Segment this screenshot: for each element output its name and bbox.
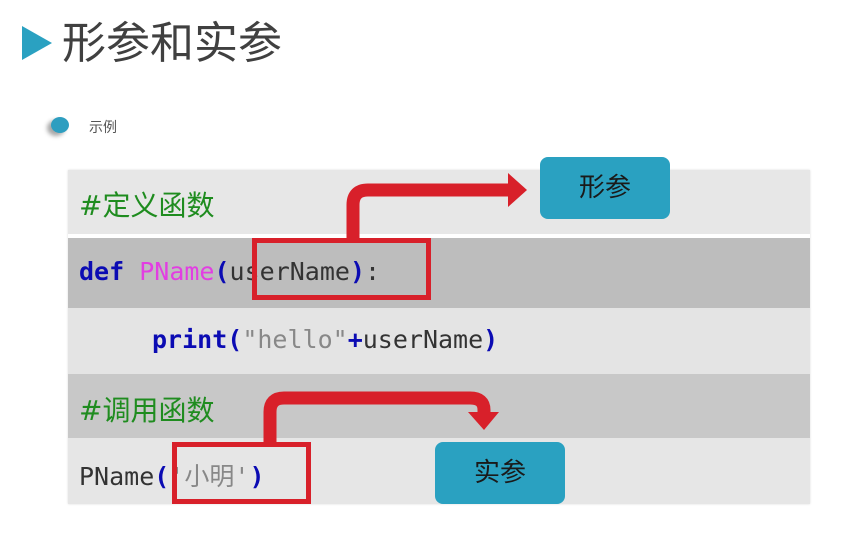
print-line: print("hello"+userName) — [152, 325, 498, 354]
call-function-name: PName — [79, 462, 155, 491]
actual-arrow-head-icon — [468, 412, 499, 430]
print-close-paren: ) — [483, 325, 499, 354]
comment-define: #定义函数 — [79, 189, 215, 222]
code-row-def: def PName(userName): — [68, 238, 810, 308]
call-close-paren: ) — [249, 462, 265, 491]
actual-parameter-tag: 实参 — [435, 442, 565, 504]
print-open-paren: ( — [227, 325, 243, 354]
call-open-paren: ( — [154, 462, 170, 491]
def-close-paren: ) — [349, 257, 366, 286]
def-keyword: def — [79, 257, 125, 286]
title-triangle-icon — [22, 26, 52, 60]
code-row-comment-define: #定义函数 — [68, 170, 810, 234]
comment-call: #调用函数 — [79, 394, 215, 427]
formal-arrow-head-icon — [508, 173, 527, 207]
code-block: #定义函数 def PName(userName): print("hello"… — [68, 170, 810, 504]
parameter-highlight-box — [252, 238, 431, 300]
argument-highlight-box — [172, 442, 311, 504]
page-title: 形参和实参 — [62, 18, 282, 69]
print-plus: + — [347, 325, 363, 354]
actual-arrow — [263, 391, 491, 442]
code-row-print: print("hello"+userName) — [68, 308, 810, 374]
formal-parameter-tag: 形参 — [540, 157, 670, 219]
call-line: PName('小明') — [79, 457, 265, 493]
code-row-comment-call: #调用函数 — [68, 374, 810, 438]
def-line: def PName(userName): — [79, 257, 380, 286]
print-string: "hello" — [242, 325, 348, 354]
def-function-name: PName — [139, 257, 215, 286]
call-argument: '小明' — [169, 462, 250, 491]
print-keyword: print — [152, 325, 228, 354]
def-colon: : — [365, 257, 381, 286]
def-open-paren: ( — [214, 257, 230, 286]
bullet-dot-icon — [51, 117, 69, 133]
print-variable: userName — [362, 325, 484, 354]
bullet-text: 示例 — [89, 120, 117, 136]
def-parameter: userName — [229, 257, 350, 286]
formal-arrow — [346, 183, 510, 238]
